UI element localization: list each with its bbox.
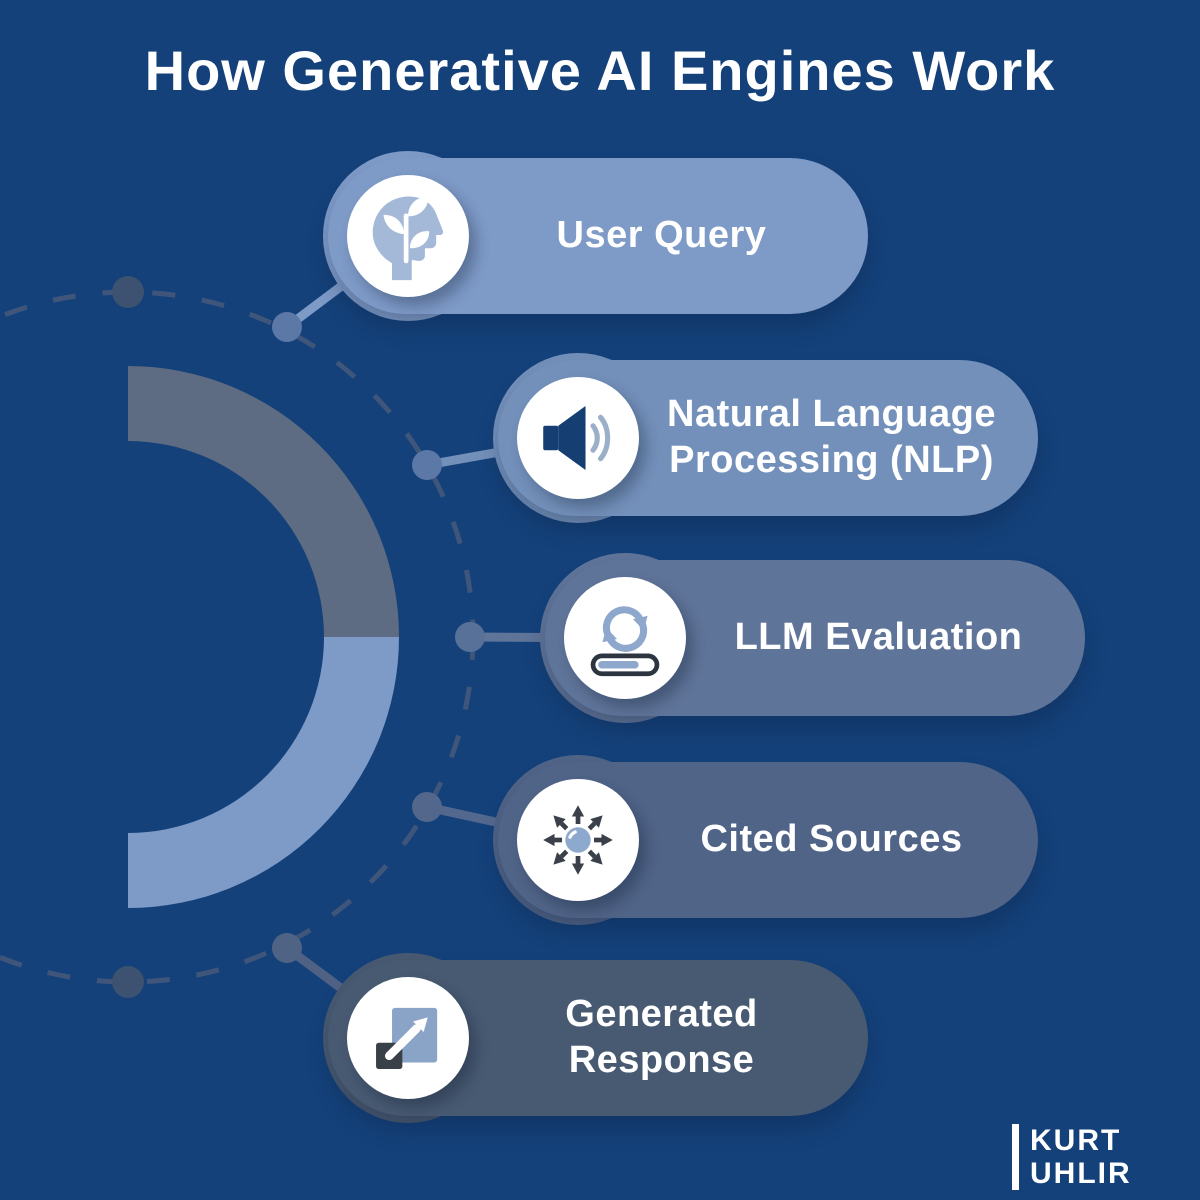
expand-arrow-icon bbox=[347, 977, 469, 1099]
mind-growth-icon bbox=[347, 175, 469, 297]
step-cited-sources: Cited Sources bbox=[493, 755, 1038, 925]
step-generated-response: Generated Response bbox=[323, 953, 868, 1123]
scatter-arrows-icon bbox=[517, 779, 639, 901]
connector-dot-3 bbox=[455, 622, 485, 652]
step-label-user-query: User Query bbox=[556, 214, 767, 257]
connector-dot-4 bbox=[412, 792, 442, 822]
speaker-icon bbox=[517, 377, 639, 499]
progress-arc-bottom bbox=[128, 637, 399, 908]
end-dot-bottom bbox=[112, 966, 144, 998]
progress-arc-top bbox=[128, 366, 399, 637]
connector-dot-2 bbox=[412, 450, 442, 480]
logo-line2: UHLIR bbox=[1030, 1157, 1132, 1190]
step-nlp: Natural Language Processing (NLP) bbox=[493, 353, 1038, 523]
step-label-llm-evaluation: LLM Evaluation bbox=[734, 616, 1023, 659]
connector-dot-1 bbox=[272, 312, 302, 342]
step-label-cited-sources: Cited Sources bbox=[700, 818, 963, 861]
end-dot-top bbox=[112, 276, 144, 308]
connector-dot-5 bbox=[272, 933, 302, 963]
logo-bar bbox=[1012, 1124, 1019, 1190]
page-title: How Generative AI Engines Work bbox=[144, 39, 1056, 102]
step-label-generated-response: Generated Response bbox=[565, 993, 758, 1081]
logo-line1: KURT bbox=[1030, 1124, 1122, 1157]
step-llm-evaluation: LLM Evaluation bbox=[540, 553, 1085, 723]
refresh-progress-icon bbox=[564, 577, 686, 699]
step-label-nlp: Natural Language Processing (NLP) bbox=[667, 393, 996, 481]
step-user-query: User Query bbox=[323, 151, 868, 321]
brand-logo: KURT UHLIR bbox=[1012, 1124, 1132, 1190]
